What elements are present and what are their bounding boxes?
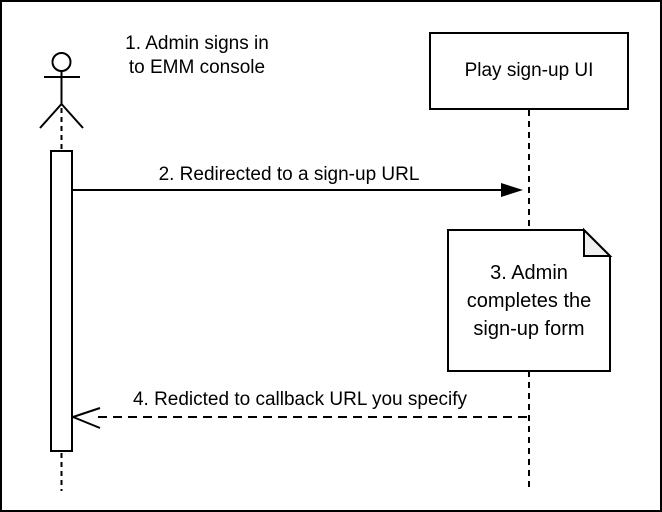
actor-legs <box>39 103 84 129</box>
step2-message-label: 2. Redirected to a sign-up URL <box>158 164 420 185</box>
message2-arrowhead <box>501 183 523 197</box>
actor-head <box>51 52 72 72</box>
message4-arrowhead <box>72 407 101 429</box>
step3-note-text: 3. Admin completes the sign-up form <box>466 261 592 340</box>
step4-message-label: 4. Redicted to callback URL you specify <box>132 389 468 410</box>
step1-caption: 1. Admin signs in to EMM console <box>125 33 269 78</box>
play-signup-ui-box: Play sign-up UI <box>429 32 629 110</box>
actor-figure-icon <box>39 52 84 129</box>
note-fold <box>583 227 613 257</box>
activation-bar <box>50 150 73 452</box>
play-signup-ui-label: Play sign-up UI <box>464 60 594 81</box>
note-shape <box>447 229 611 372</box>
